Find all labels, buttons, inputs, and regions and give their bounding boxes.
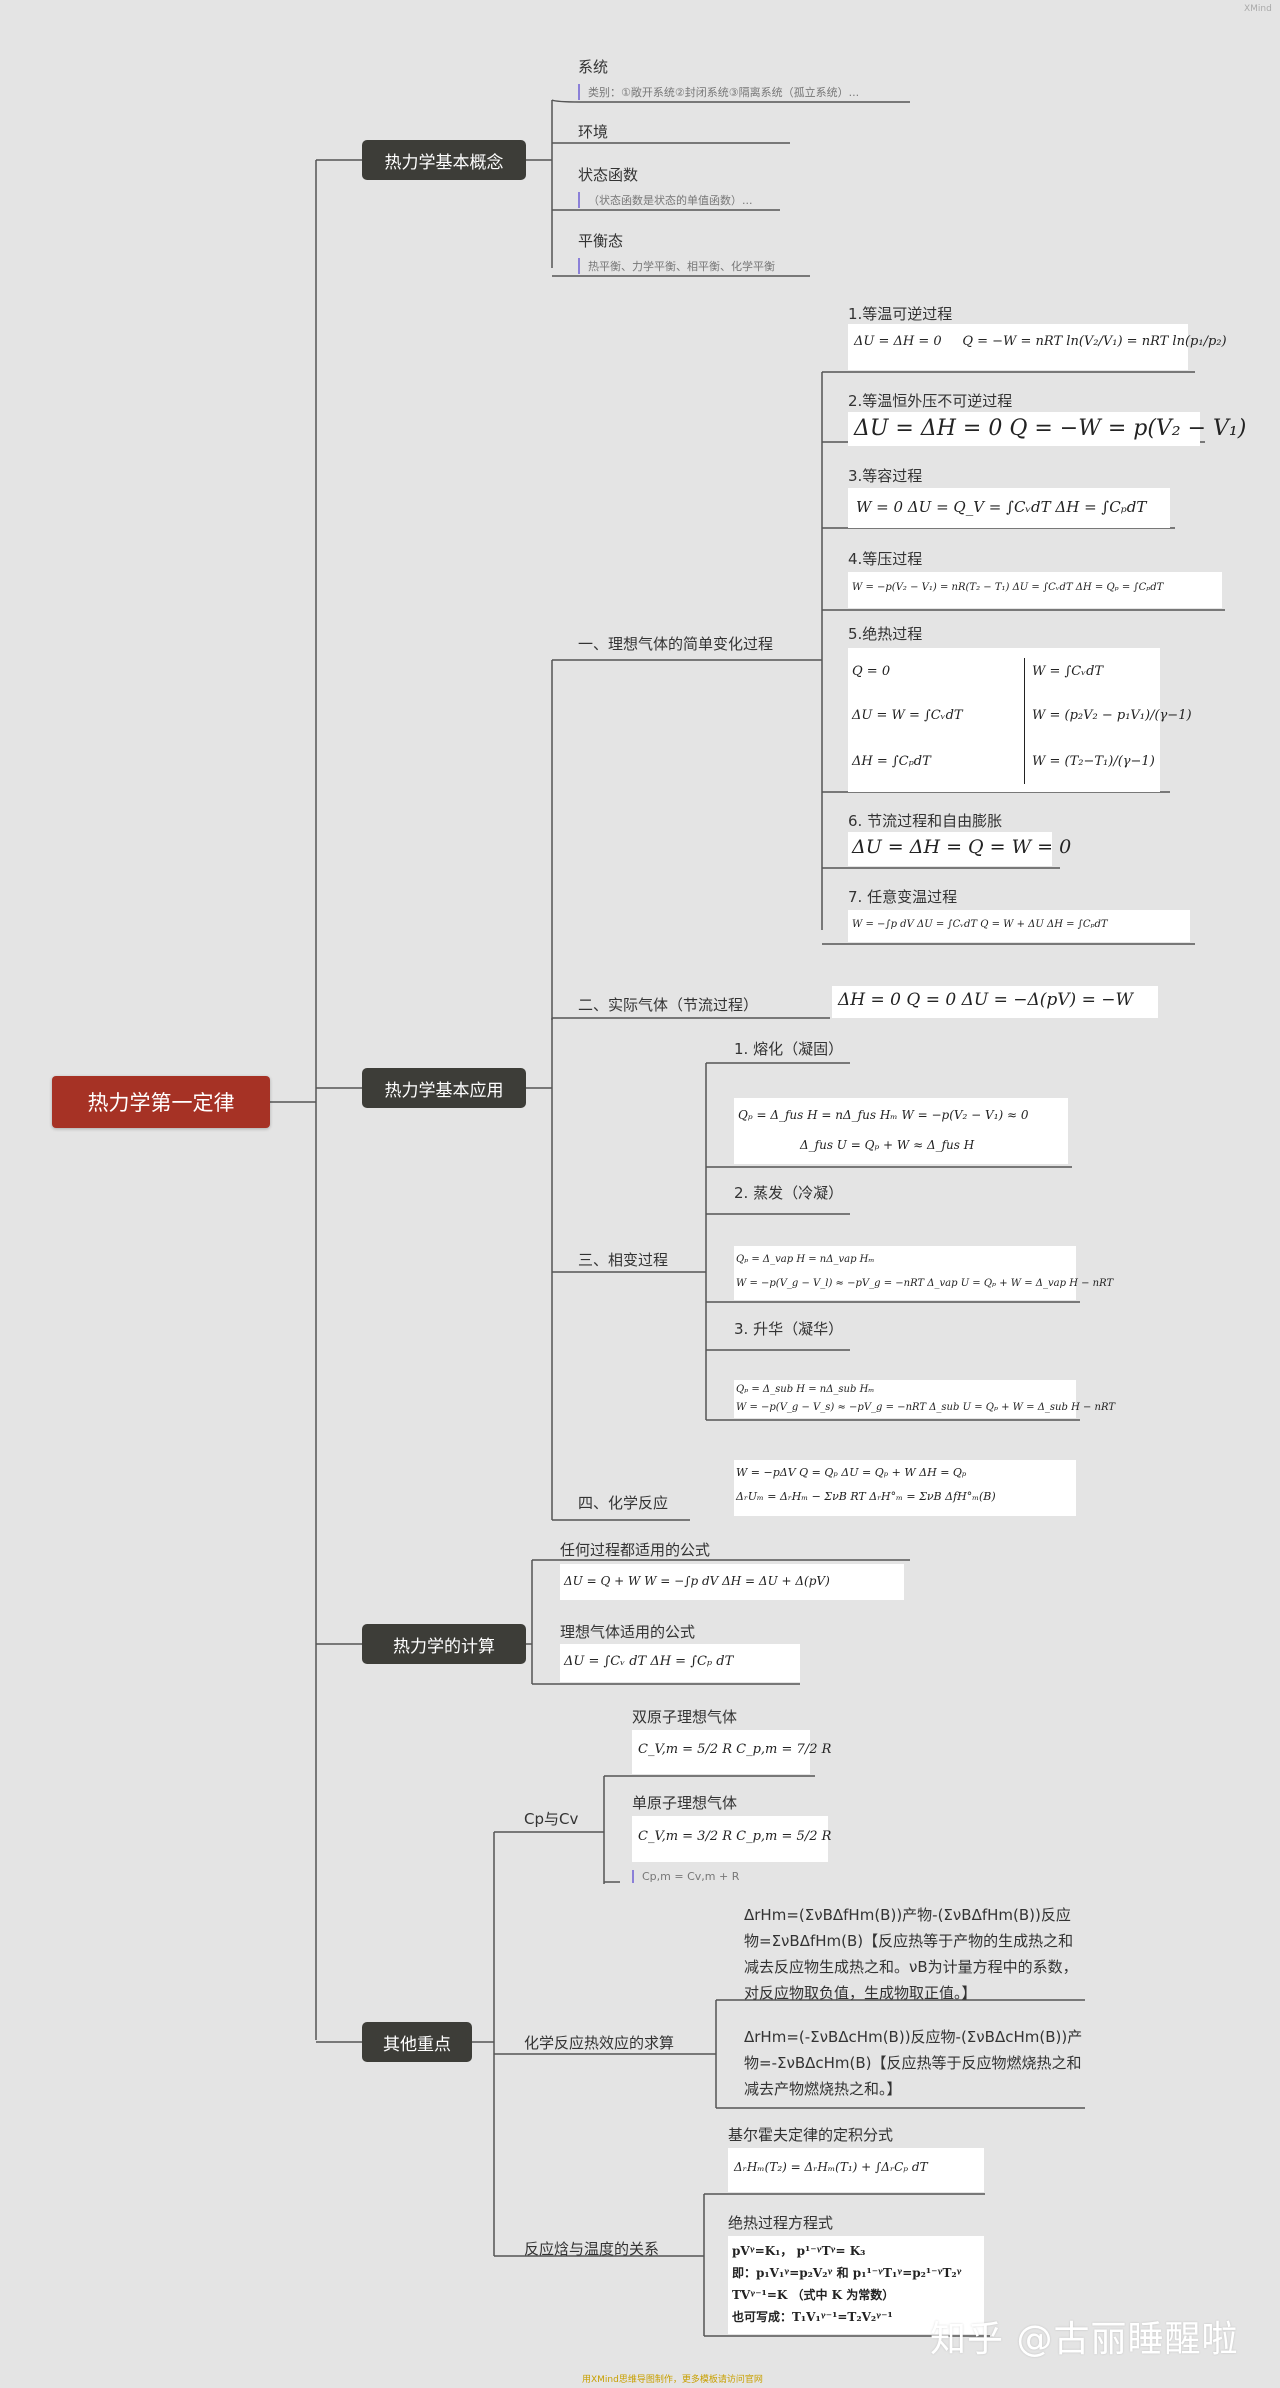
ideal-item-5-w3: W = (T₂−T₁)/(γ−1) [1032, 754, 1155, 769]
ideal-gas-title[interactable]: 一、理想气体的简单变化过程 [578, 635, 774, 653]
footer-credit: 用XMind思维导图制作，更多模板请访问官网 [582, 2375, 763, 2385]
temp-title[interactable]: 反应焓与温度的关系 [524, 2240, 660, 2258]
real-gas-formula: ΔH = 0 Q = 0 ΔU = −Δ(pV) = −W [832, 986, 1158, 1018]
phase-3-f1: Qₚ = Δ_sub H = nΔ_sub Hₘ [736, 1384, 875, 1395]
ideal-item-5-formula: Q = 0 ΔU = W = ∫CᵥdT ΔH = ∫CₚdT W = ∫Cᵥd… [848, 648, 1192, 792]
ideal-item-4-title[interactable]: 4.等压过程 [848, 550, 923, 568]
concept-state-function[interactable]: 状态函数 [578, 166, 639, 184]
chem-title[interactable]: 四、化学反应 [578, 1494, 669, 1512]
ideal-item-2-formula: ΔU = ΔH = 0 Q = −W = p(V₂ − V₁) [848, 412, 1246, 446]
adiabatic-line-4: 也可写成：T₁V₁ᵞ⁻¹=T₂V₂ᵞ⁻¹ [732, 2310, 893, 2324]
heat-text-2: ΔrHm=(-ΣνBΔcHm(B))反应物-(ΣνBΔcHm(B))产物=-Σν… [744, 2028, 1083, 2098]
corner-brand: XMind [1244, 4, 1272, 14]
chem-f1: W = −pΔV Q = Qₚ ΔU = Qₚ + W ΔH = Qₚ [736, 1466, 967, 1479]
concept-environment[interactable]: 环境 [578, 123, 609, 141]
ideal-item-7-formula: W = −∫p dV ΔU = ∫CᵥdT Q = W + ΔU ΔH = ∫C… [848, 910, 1190, 942]
ideal-item-5-w1: W = ∫CᵥdT [1032, 664, 1104, 679]
ideal-item-5-title[interactable]: 5.绝热过程 [848, 625, 923, 643]
ideal-item-1-f2: Q = −W = nRT ln(V₂/V₁) = nRT ln(p₁/p₂) [962, 334, 1227, 349]
kirchhoff-title[interactable]: 基尔霍夫定律的定积分式 [728, 2126, 894, 2144]
phase-2-f1: Qₚ = Δ_vap H = nΔ_vap Hₘ [736, 1254, 875, 1265]
phase-title[interactable]: 三、相变过程 [578, 1251, 669, 1269]
phase-1-title[interactable]: 1. 熔化（凝固） [734, 1040, 844, 1058]
ideal-item-3-formula: W = 0 ΔU = Q_V = ∫CᵥdT ΔH = ∫CₚdT [848, 488, 1170, 528]
cpcv-diatomic-title[interactable]: 双原子理想气体 [632, 1708, 738, 1726]
cpcv-monatomic-title[interactable]: 单原子理想气体 [632, 1794, 738, 1812]
topic-others[interactable]: 其他重点 [362, 2022, 472, 2062]
ideal-item-3-title[interactable]: 3.等容过程 [848, 467, 923, 485]
phase-2-f2: W = −p(V_g − V_l) ≈ −pV_g = −nRT Δ_vap U… [736, 1278, 1114, 1289]
phase-3-f2: W = −p(V_g − V_s) ≈ −pV_g = −nRT Δ_sub U… [736, 1402, 1115, 1413]
phase-2-title[interactable]: 2. 蒸发（冷凝） [734, 1184, 844, 1202]
adiabatic-line-2: 即：p₁V₁ᵞ=p₂V₂ᵞ 和 p₁¹⁻ᵞT₁ᵞ=p₂¹⁻ᵞT₂ᵞ [732, 2266, 962, 2280]
ideal-item-2-title[interactable]: 2.等温恒外压不可逆过程 [848, 392, 1013, 410]
adiabatic-formula: pVᵞ=K₁， p¹⁻ᵞTᵞ= K₃ 即：p₁V₁ᵞ=p₂V₂ᵞ 和 p₁¹⁻ᵞ… [728, 2236, 984, 2334]
cpcv-title[interactable]: Cp与Cv [524, 1810, 579, 1828]
real-gas-title[interactable]: 二、实际气体（节流过程） [578, 996, 759, 1014]
ideal-item-1-f1: ΔU = ΔH = 0 [854, 334, 942, 349]
phase-3-formula: Qₚ = Δ_sub H = nΔ_sub Hₘ W = −p(V_g − V_… [734, 1380, 1115, 1418]
adiabatic-line-3: TVᵞ⁻¹=K （式中 K 为常数） [732, 2288, 895, 2302]
ideal-item-1-formula: ΔU = ΔH = 0 Q = −W = nRT ln(V₂/V₁) = nRT… [848, 324, 1227, 370]
topic-basic-applications[interactable]: 热力学基本应用 [362, 1068, 526, 1108]
concept-equilibrium[interactable]: 平衡态 [578, 232, 624, 250]
concept-state-function-note: （状态函数是状态的单值函数）... [578, 192, 753, 208]
ideal-item-5-f2: ΔU = W = ∫CᵥdT [852, 708, 963, 723]
ideal-item-5-f3: ΔH = ∫CₚdT [852, 754, 931, 769]
root-topic[interactable]: 热力学第一定律 [52, 1076, 270, 1128]
ideal-item-5-f1: Q = 0 [852, 664, 891, 679]
concept-system-note: 类别：①敞开系统②封闭系统③隔离系统（孤立系统）... [578, 84, 859, 100]
calc-ideal-title[interactable]: 理想气体适用的公式 [560, 1623, 696, 1641]
watermark: 知乎 @古丽睡醒啦 [930, 2319, 1239, 2360]
chem-f2: ΔᵣUₘ = ΔᵣHₘ − ΣνB RT ΔᵣH°ₘ = ΣνB ΔfH°ₘ(B… [736, 1490, 996, 1503]
ideal-item-7-title[interactable]: 7. 任意变温过程 [848, 888, 958, 906]
phase-1-formula: Qₚ = Δ_fus H = nΔ_fus Hₘ W = −p(V₂ − V₁)… [734, 1098, 1068, 1164]
calc-general-formula: ΔU = Q + W W = −∫p dV ΔH = ΔU + Δ(pV) [560, 1564, 904, 1600]
phase-1-f2: Δ_fus U = Qₚ + W ≈ Δ_fus H [800, 1138, 975, 1152]
adiabatic-title[interactable]: 绝热过程方程式 [728, 2214, 834, 2232]
concept-equilibrium-note: 热平衡、力学平衡、相平衡、化学平衡 [578, 258, 775, 274]
phase-1-f1: Qₚ = Δ_fus H = nΔ_fus Hₘ W = −p(V₂ − V₁)… [738, 1108, 1029, 1122]
topic-calculation[interactable]: 热力学的计算 [362, 1624, 526, 1664]
cpcv-note: Cp,m = Cv,m + R [632, 1870, 739, 1883]
ideal-item-1-title[interactable]: 1.等温可逆过程 [848, 305, 953, 323]
chem-formula: W = −pΔV Q = Qₚ ΔU = Qₚ + W ΔH = Qₚ ΔᵣUₘ… [734, 1460, 1076, 1516]
ideal-item-6-formula: ΔU = ΔH = Q = W = 0 [848, 832, 1071, 866]
ideal-item-6-title[interactable]: 6. 节流过程和自由膨胀 [848, 812, 1003, 830]
kirchhoff-formula: ΔᵣHₘ(T₂) = ΔᵣHₘ(T₁) + ∫ΔᵣCₚ dT [728, 2148, 984, 2192]
topic-basic-concepts[interactable]: 热力学基本概念 [362, 140, 526, 180]
adiabatic-line-1: pVᵞ=K₁， p¹⁻ᵞTᵞ= K₃ [732, 2244, 866, 2258]
calc-general-title[interactable]: 任何过程都适用的公式 [560, 1541, 711, 1559]
calc-ideal-formula: ΔU = ∫Cᵥ dT ΔH = ∫Cₚ dT [560, 1644, 800, 1682]
cpcv-monatomic-formula: C_V,m = 3/2 R C_p,m = 5/2 R [632, 1816, 831, 1862]
phase-3-title[interactable]: 3. 升华（凝华） [734, 1320, 844, 1338]
ideal-item-5-w2: W = (p₂V₂ − p₁V₁)/(γ−1) [1032, 708, 1192, 723]
ideal-item-4-formula: W = −p(V₂ − V₁) = nR(T₂ − T₁) ΔU = ∫CᵥdT… [848, 572, 1222, 608]
heat-text-1: ΔrHm=(ΣνBΔfHm(B))产物-(ΣνBΔfHm(B))反应物=ΣνBΔ… [744, 1906, 1078, 2002]
concept-system[interactable]: 系统 [578, 58, 609, 76]
phase-2-formula: Qₚ = Δ_vap H = nΔ_vap Hₘ W = −p(V_g − V_… [734, 1246, 1113, 1300]
cpcv-diatomic-formula: C_V,m = 5/2 R C_p,m = 7/2 R [632, 1730, 831, 1774]
heat-title[interactable]: 化学反应热效应的求算 [524, 2034, 675, 2052]
